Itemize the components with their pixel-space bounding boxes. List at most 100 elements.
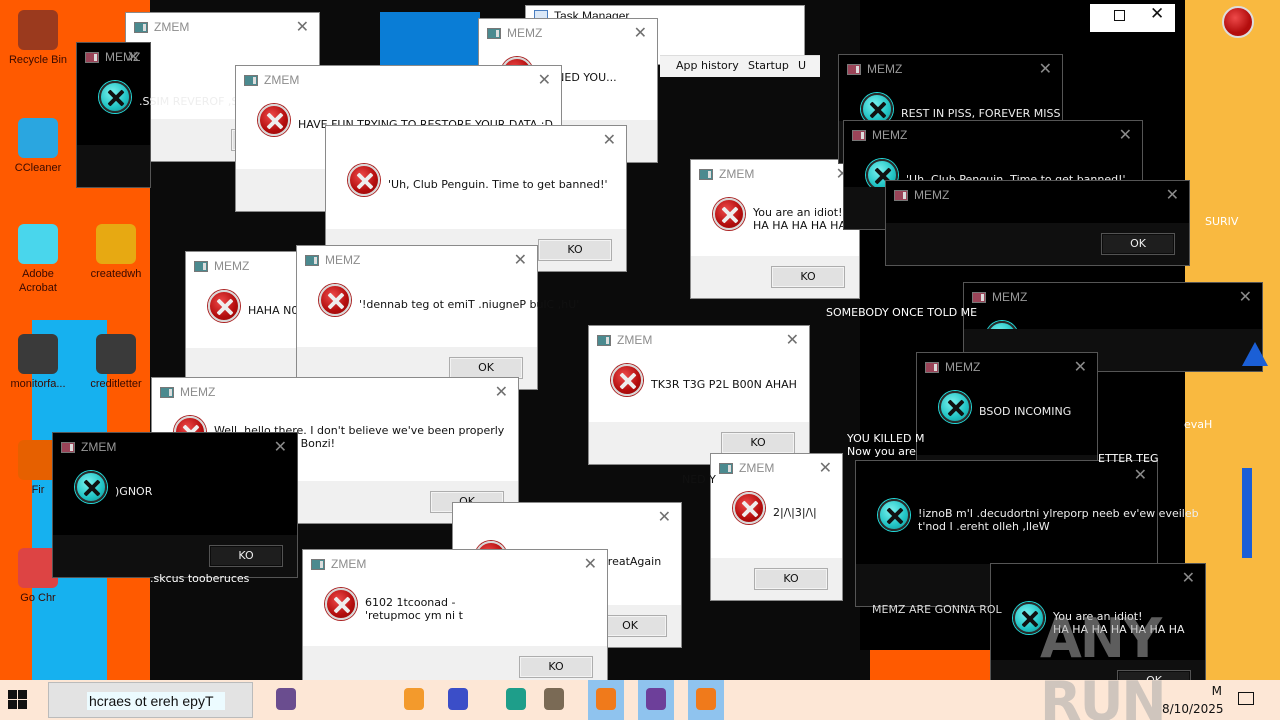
error-icon: [861, 93, 893, 125]
memz-error-dialog[interactable]: ZMEM✕2|/\|3|/\|KO: [710, 453, 843, 601]
dialog-footer: [77, 145, 150, 187]
desktop-icon[interactable]: creditletter: [80, 334, 152, 391]
dialog-ok-button[interactable]: KO: [771, 266, 845, 288]
desktop-icon[interactable]: Go Chr: [2, 548, 74, 605]
dialog-ok-button[interactable]: KO: [721, 432, 795, 454]
app-icon: [925, 362, 939, 373]
dialog-title-bar[interactable]: MEMZ✕: [297, 246, 537, 276]
app-icon: [160, 387, 174, 398]
taskbar-app-video-1[interactable]: [588, 680, 624, 720]
desktop-icon[interactable]: Recycle Bin: [2, 10, 74, 67]
notification-center-icon[interactable]: [1238, 692, 1254, 705]
memz-error-dialog[interactable]: MEMZ✕.SSIM REVEROF ,SS: [76, 42, 245, 188]
close-icon[interactable]: ✕: [1181, 568, 1195, 587]
dialog-title-bar[interactable]: ZMEM✕: [126, 13, 319, 43]
taskbar-app-gimp[interactable]: [536, 680, 572, 720]
app-blue-icon: [448, 688, 468, 710]
desktop-icon[interactable]: Fir: [2, 440, 74, 497]
memz-error-dialog[interactable]: MEMZ✕'!dennab teg ot emiT .niugneP bulC …: [296, 245, 579, 390]
close-icon[interactable]: ✕: [602, 130, 616, 149]
close-icon[interactable]: ✕: [785, 330, 799, 349]
close-icon[interactable]: ✕: [633, 23, 647, 42]
dialog-title-bar[interactable]: ZMEM✕: [303, 550, 607, 580]
close-icon[interactable]: ✕: [513, 250, 527, 269]
dialog-message: You are an idiot! HA HA HA HA HA HA HA: [1053, 610, 1185, 636]
close-icon[interactable]: ✕: [295, 17, 309, 36]
taskbar-task-view[interactable]: [268, 680, 304, 720]
close-icon[interactable]: ✕: [1150, 4, 1165, 24]
memz-error-dialog[interactable]: MEMZ✕ OK: [885, 180, 1190, 266]
taskbar-app-orange[interactable]: [396, 680, 432, 720]
dialog-title-bar[interactable]: ✕: [453, 503, 681, 533]
close-icon[interactable]: ✕: [1038, 59, 1052, 78]
close-icon[interactable]: ✕: [657, 507, 671, 526]
close-icon[interactable]: ✕: [1238, 287, 1252, 306]
dialog-ok-button[interactable]: KO: [519, 656, 593, 678]
desktop-icon[interactable]: createdwh: [80, 224, 152, 281]
close-icon[interactable]: ✕: [494, 382, 508, 401]
close-icon[interactable]: ✕: [537, 70, 551, 89]
close-icon[interactable]: ✕: [1133, 465, 1147, 484]
close-icon[interactable]: ✕: [1073, 357, 1087, 376]
window-edge-fragment: [1242, 468, 1252, 558]
desktop-icon[interactable]: monitorfa...: [2, 334, 74, 391]
tab-users[interactable]: U: [798, 59, 807, 72]
dialog-title: MEMZ: [507, 26, 543, 40]
dialog-ok-button[interactable]: KO: [754, 568, 828, 590]
dialog-ok-button[interactable]: KO: [209, 545, 283, 567]
close-icon[interactable]: ✕: [273, 437, 287, 456]
fragment-text: ETTER TEG: [1098, 452, 1159, 465]
taskbar: hcraes ot ereh epyT M 8/10/2025: [0, 680, 1280, 720]
dialog-ok-button[interactable]: OK: [593, 615, 667, 637]
dialog-title-bar[interactable]: MEMZ✕: [844, 121, 1142, 151]
taskbar-app-paint[interactable]: [638, 680, 674, 720]
dialog-title-bar[interactable]: ZMEM✕: [236, 66, 561, 96]
dialog-title-bar[interactable]: MEMZ✕: [77, 43, 150, 73]
windows-start-icon[interactable]: [8, 690, 28, 710]
desktop-icon-image: [18, 10, 58, 50]
dialog-title: ZMEM: [617, 333, 653, 347]
dialog-title-bar[interactable]: MEMZ✕: [964, 283, 1262, 313]
close-icon[interactable]: ✕: [818, 458, 832, 477]
dialog-ok-button[interactable]: OK: [449, 357, 523, 379]
search-input[interactable]: hcraes ot ereh epyT: [87, 692, 225, 710]
maximize-icon[interactable]: [1114, 10, 1125, 21]
dialog-title-bar[interactable]: ✕: [326, 126, 626, 156]
memz-error-dialog[interactable]: MEMZ✕'Uh, Club Penguin. Time to get bann…: [963, 282, 1263, 372]
dialog-title-bar[interactable]: ZMEM ✕: [589, 326, 809, 356]
dialog-title-bar[interactable]: ZMEM✕: [711, 454, 842, 484]
dialog-ok-button[interactable]: OK: [1101, 233, 1175, 255]
dialog-ok-button[interactable]: KO: [538, 239, 612, 261]
dialog-title-bar[interactable]: ZMEM✕: [53, 433, 297, 463]
fragment-text: SURIV: [1205, 215, 1239, 228]
close-icon[interactable]: ✕: [583, 554, 597, 573]
taskbar-search-box[interactable]: hcraes ot ereh epyT: [48, 682, 253, 718]
taskbar-app-blue[interactable]: [440, 680, 476, 720]
tab-startup[interactable]: Startup: [748, 59, 789, 72]
dialog-title-bar[interactable]: MEMZ✕: [886, 181, 1189, 211]
tab-app-history[interactable]: App history: [676, 59, 739, 72]
dialog-title-bar[interactable]: ✕: [856, 461, 1157, 491]
app-icon: [894, 190, 908, 201]
dialog-title-bar[interactable]: MEMZ ✕: [479, 19, 657, 49]
dialog-title-bar[interactable]: ZMEM✕: [691, 160, 859, 190]
system-clock[interactable]: M 8/10/2025: [1162, 682, 1224, 718]
close-icon[interactable]: ✕: [1165, 185, 1179, 204]
close-icon[interactable]: ✕: [1118, 125, 1132, 144]
desktop-icon[interactable]: Adobe Acrobat: [2, 224, 74, 295]
window-controls: ✕: [1090, 4, 1175, 32]
dialog-title-bar[interactable]: ✕: [991, 564, 1205, 594]
close-icon[interactable]: ✕: [126, 47, 140, 66]
dialog-title-bar[interactable]: MEMZ✕: [839, 55, 1062, 85]
desktop-icon[interactable]: CCleaner: [2, 118, 74, 175]
dialog-message: REST IN PISS, FOREVER MISS: [901, 107, 1061, 120]
taskbar-app-video-2[interactable]: [688, 680, 724, 720]
dialog-title-bar[interactable]: MEMZ✕: [152, 378, 518, 408]
app-icon: [699, 169, 713, 180]
dialog-title-bar[interactable]: MEMZ✕: [917, 353, 1097, 383]
taskbar-app-edge[interactable]: [498, 680, 534, 720]
